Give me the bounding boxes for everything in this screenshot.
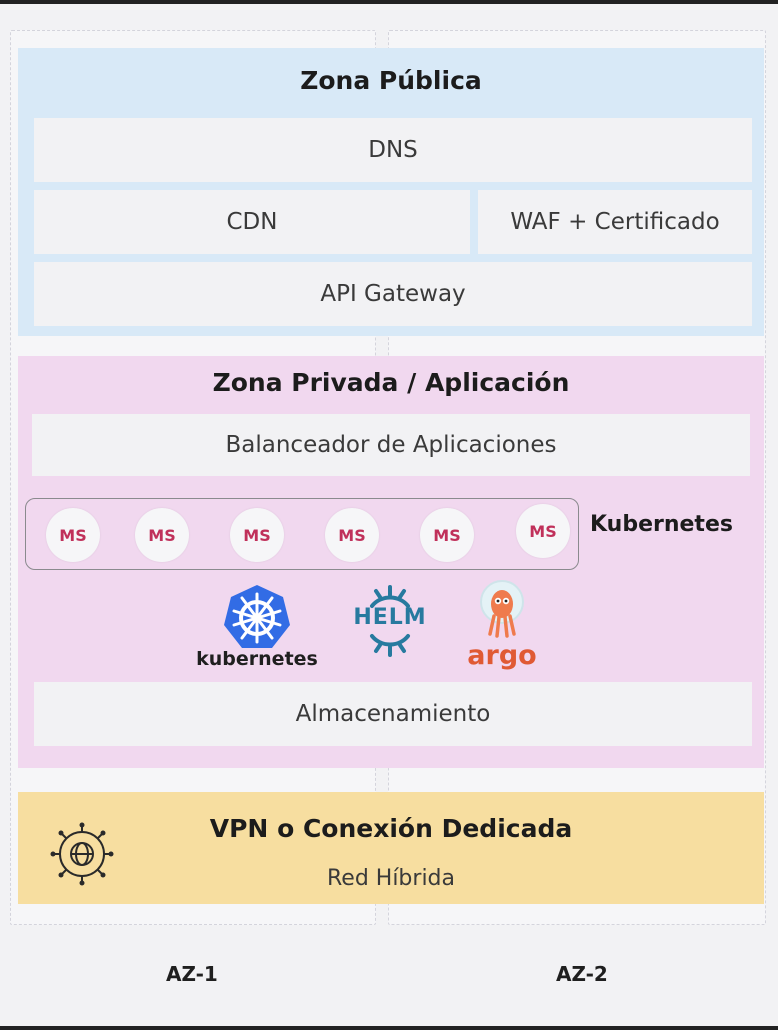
dns-box: DNS <box>34 118 752 182</box>
load-balancer-box: Balanceador de Aplicaciones <box>32 414 750 476</box>
vpn-zone: VPN o Conexión Dedicada Red Híbrida <box>18 792 764 904</box>
waf-certificate-box: WAF + Certificado <box>478 190 752 254</box>
public-zone-title: Zona Pública <box>300 66 482 95</box>
private-zone-title: Zona Privada / Aplicación <box>212 368 570 397</box>
cdn-box: CDN <box>34 190 470 254</box>
microservice-node: MS <box>325 508 379 562</box>
api-gateway-box: API Gateway <box>34 262 752 326</box>
kubernetes-cluster-label: Kubernetes <box>590 512 733 537</box>
network-globe-icon <box>50 822 114 886</box>
public-zone: Zona Pública DNS CDN WAF + Certificado A… <box>18 48 764 336</box>
microservice-node: MS <box>420 508 474 562</box>
argo-logo-icon <box>480 580 524 638</box>
vpn-zone-subtitle: Red Híbrida <box>326 866 455 891</box>
helm-logo-icon <box>370 585 410 657</box>
kubernetes-cluster-frame <box>25 498 579 570</box>
vpn-zone-title: VPN o Conexión Dedicada <box>209 814 573 843</box>
storage-box: Almacenamiento <box>34 682 752 746</box>
helm-logo-text: HELM <box>353 605 427 630</box>
microservice-node: MS <box>230 508 284 562</box>
az-2-label: AZ-2 <box>556 962 608 986</box>
microservice-node: MS <box>135 508 189 562</box>
top-border <box>0 0 778 4</box>
private-zone: Zona Privada / Aplicación Balanceador de… <box>18 356 764 768</box>
kubernetes-logo-text: kubernetes <box>196 648 318 670</box>
az-1-label: AZ-1 <box>166 962 218 986</box>
argo-logo-text: argo <box>467 640 537 671</box>
bottom-border <box>0 1026 778 1030</box>
microservice-node: MS <box>46 508 100 562</box>
kubernetes-logo-icon <box>224 585 290 648</box>
microservice-node: MS <box>516 504 570 558</box>
